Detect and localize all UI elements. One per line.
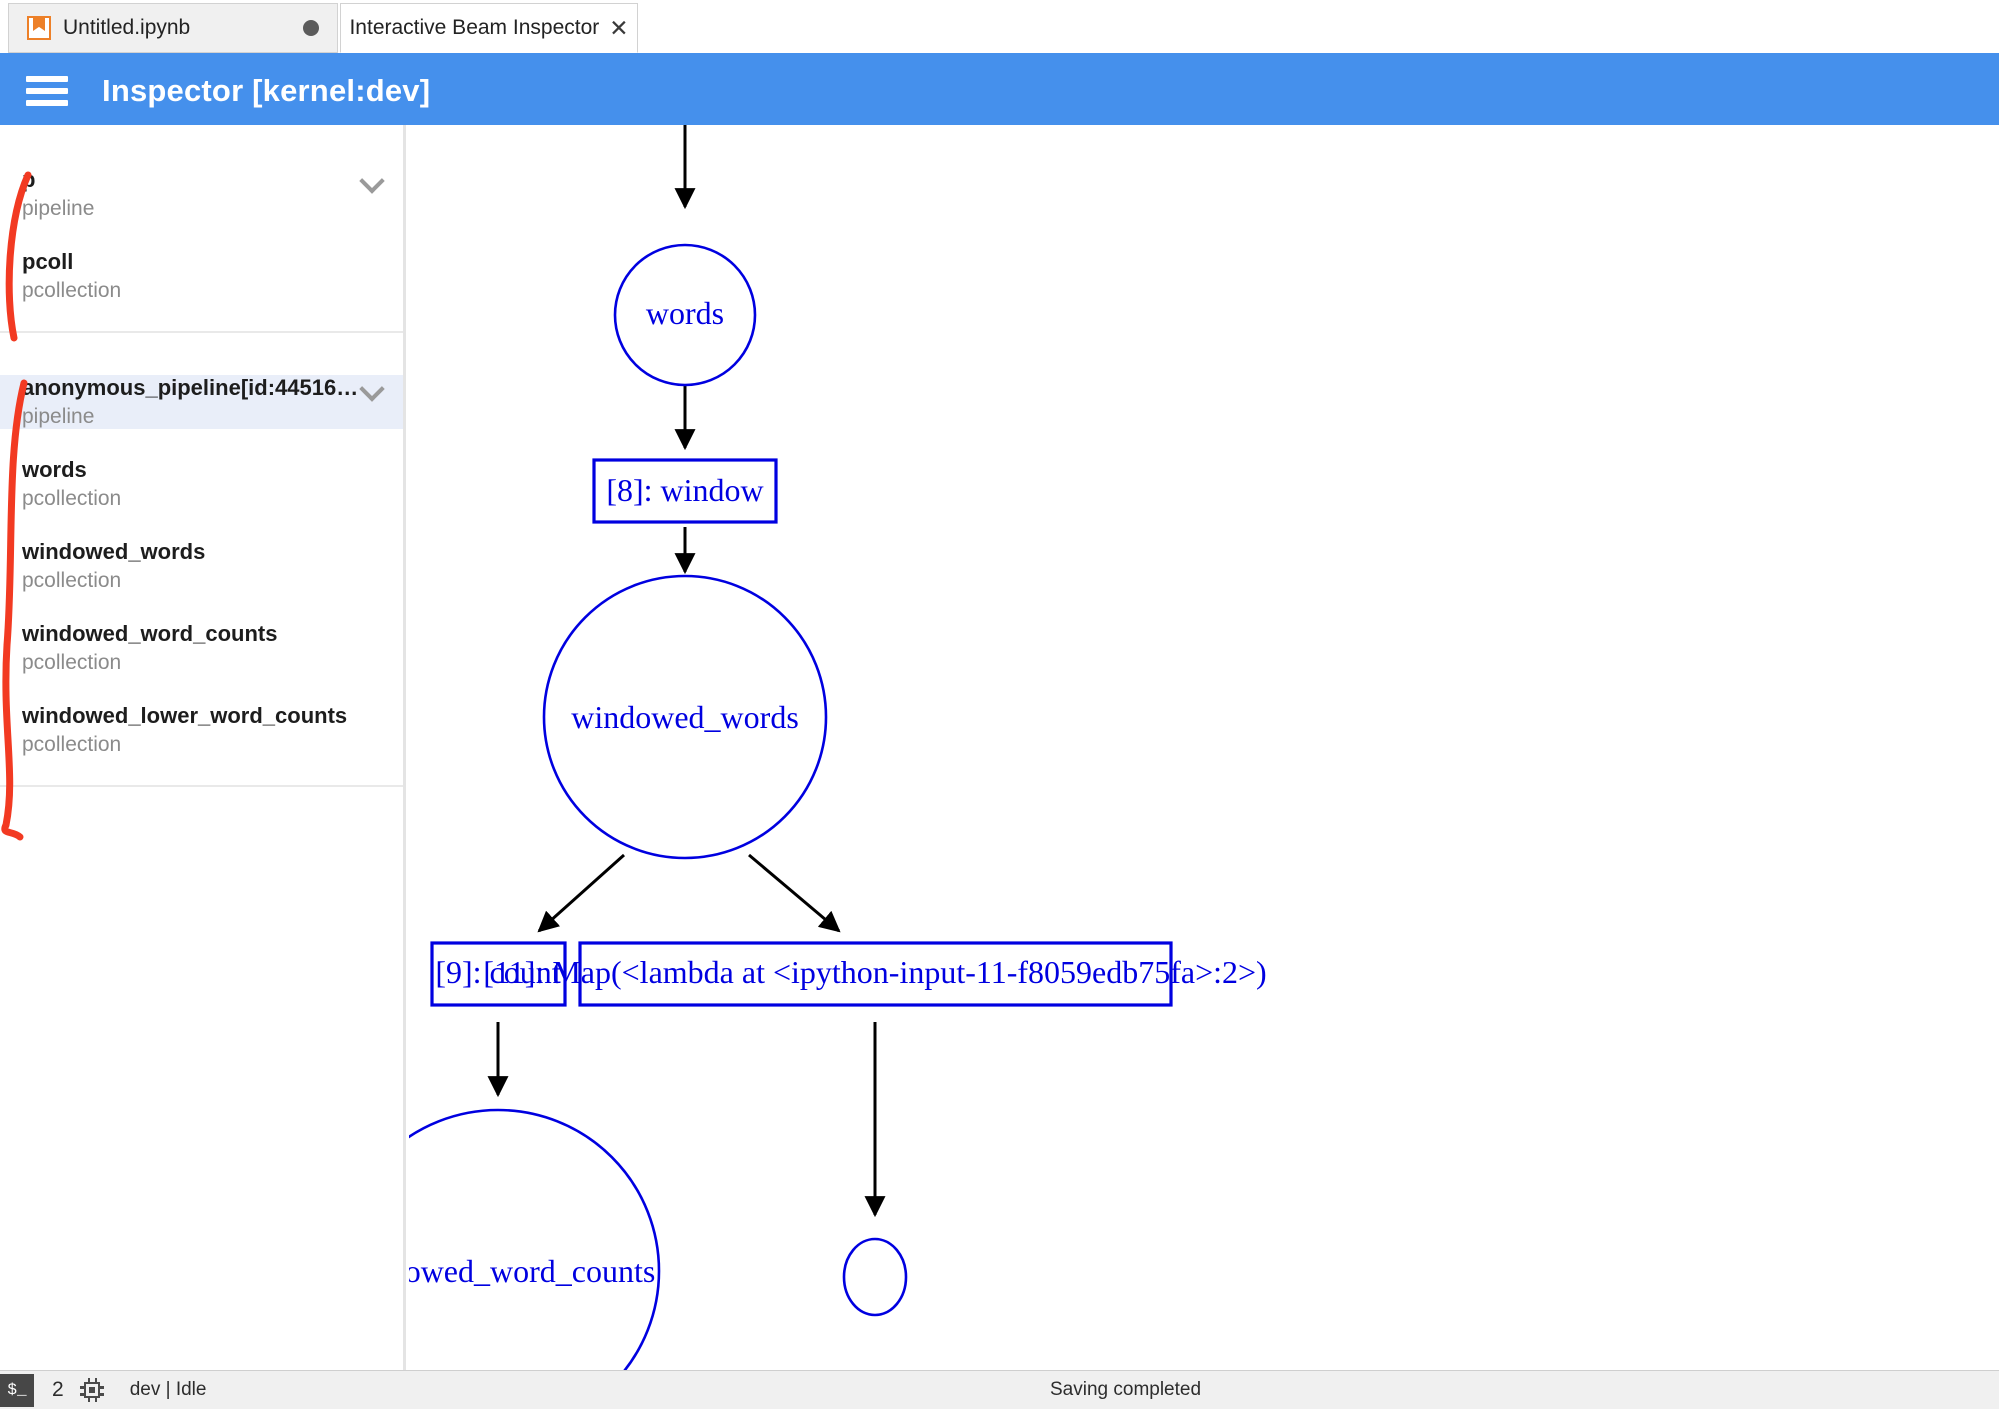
sidebar-item-windowed-words[interactable]: windowed_words pcollection: [0, 539, 403, 593]
save-status: Saving completed: [1050, 1379, 1202, 1400]
sidebar-item-type: pcollection: [22, 569, 122, 592]
tab-label: Interactive Beam Inspector: [349, 16, 600, 39]
chevron-down-icon[interactable]: [359, 167, 385, 193]
notebook-bookmark-icon: [27, 16, 51, 40]
sidebar-item-label: windowed_word_counts: [22, 621, 278, 646]
tab-label: Untitled.ipynb: [63, 16, 191, 39]
status-bar: $_ 2 dev | Idle Saving completed: [0, 1370, 1999, 1409]
kernel-chip-icon: [79, 1378, 104, 1402]
sidebar-item-windowed-lower-word-counts[interactable]: windowed_lower_word_counts pcollection: [0, 703, 403, 757]
sidebar-item-label: words: [22, 457, 87, 482]
graph-node-clipped[interactable]: [842, 1237, 908, 1317]
sidebar-item-type: pcollection: [22, 279, 122, 302]
node-shape-rect: [430, 941, 567, 1007]
sidebar-item-label: windowed_words: [22, 539, 206, 564]
node-shape-rect: [592, 458, 778, 524]
page-title: Inspector [kernel:dev]: [102, 73, 431, 108]
graph-node-words[interactable]: words: [613, 243, 757, 387]
terminal-icon[interactable]: $_: [0, 1373, 34, 1407]
hamburger-icon[interactable]: [26, 76, 68, 106]
tab-untitled-notebook[interactable]: Untitled.ipynb: [8, 3, 338, 53]
graph-node-count[interactable]: [9]: count: [430, 941, 567, 1007]
sidebar-item-type: pipeline: [22, 197, 95, 220]
sidebar-item-type: pipeline: [22, 405, 95, 428]
sidebar-group-anonymous-pipeline: anonymous_pipeline[id:44516… pipeline wo…: [0, 331, 403, 785]
graph-node-windowed-word-counts[interactable]: windowed_word_counts: [409, 1108, 661, 1370]
chevron-down-icon[interactable]: [359, 375, 385, 401]
sidebar-group-pipeline-p: p pipeline pcoll pcollection: [0, 125, 403, 331]
tab-bar: Untitled.ipynb Interactive Beam Inspecto…: [0, 0, 1999, 57]
sidebar-item-anonymous-pipeline[interactable]: anonymous_pipeline[id:44516… pipeline: [0, 375, 403, 429]
sidebar-item-p[interactable]: p pipeline: [0, 167, 403, 221]
sidebar-item-label: p: [22, 167, 36, 192]
pipeline-graph-svg: words [8]: window windowed_words [9]: co…: [409, 125, 1267, 1370]
sidebar-item-pcoll[interactable]: pcoll pcollection: [0, 249, 403, 303]
inspector-header: Inspector [kernel:dev]: [0, 57, 1999, 125]
node-shape-ellipse: [542, 574, 828, 860]
sidebar-item-type: pcollection: [22, 487, 122, 510]
sidebar-item-label: anonymous_pipeline[id:44516…: [22, 375, 359, 400]
node-shape-ellipse: [842, 1237, 908, 1317]
tab-interactive-beam-inspector[interactable]: Interactive Beam Inspector ✕: [340, 3, 638, 53]
sidebar-item-words[interactable]: words pcollection: [0, 457, 403, 511]
node-label: [9]: count: [435, 954, 560, 990]
sidebar-empty-area: [0, 785, 403, 845]
graph-node-windowed-words[interactable]: windowed_words: [542, 574, 828, 860]
node-label: [8]: window: [606, 472, 763, 508]
node-shape-ellipse: [613, 243, 757, 387]
close-icon[interactable]: ✕: [609, 14, 629, 41]
kernel-status[interactable]: dev | Idle: [129, 1379, 207, 1400]
sidebar-item-label: pcoll: [22, 249, 74, 274]
sidebar-item-type: pcollection: [22, 733, 122, 756]
node-shape-rect: [578, 941, 1173, 1007]
pipeline-graph-panel[interactable]: words [8]: window windowed_words [9]: co…: [409, 125, 1999, 1370]
node-label: words: [646, 295, 724, 331]
sidebar-item-windowed-word-counts[interactable]: windowed_word_counts pcollection: [0, 621, 403, 675]
sidebar-item-label: windowed_lower_word_counts: [22, 703, 348, 728]
node-label: windowed_words: [571, 699, 799, 735]
terminal-count: 2: [52, 1378, 64, 1401]
edge-windowed-words-to-count: [537, 853, 625, 933]
sidebar-item-type: pcollection: [22, 651, 122, 674]
inspectables-sidebar[interactable]: p pipeline pcoll pcollection anonymous_p…: [0, 125, 406, 1370]
node-shape-ellipse: [409, 1108, 661, 1370]
unsaved-changes-dot-icon[interactable]: [303, 20, 319, 36]
graph-node-map[interactable]: [11]: Map(<lambda at <ipython-input-11-f…: [483, 941, 1267, 1007]
graph-node-window[interactable]: [8]: window: [592, 458, 778, 524]
node-label: windowed_word_counts: [409, 1253, 655, 1289]
edge-windowed-words-to-map: [748, 853, 841, 933]
node-label: [11]: Map(<lambda at <ipython-input-11-f…: [483, 954, 1266, 990]
